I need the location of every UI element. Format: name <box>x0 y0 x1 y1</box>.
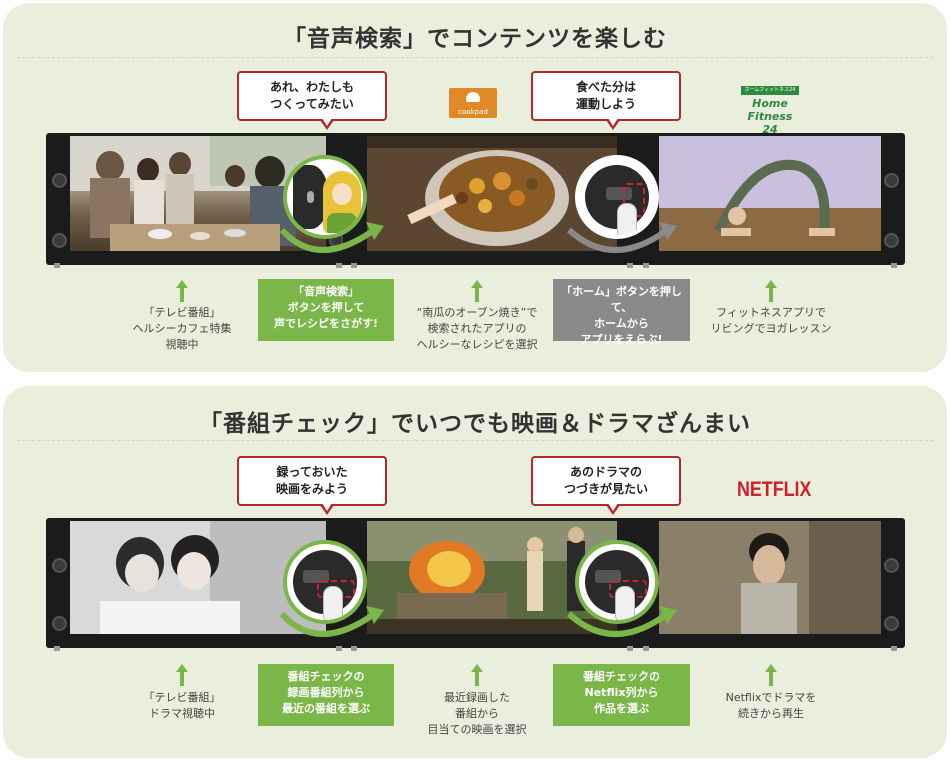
speaker-icon <box>884 616 899 631</box>
hand-pointer-icon <box>617 203 637 235</box>
bubble-tail <box>606 503 620 515</box>
fitness-logo-main: Home Fitness 24 <box>747 97 793 136</box>
divider <box>17 57 933 58</box>
up-arrow-icon <box>471 664 483 686</box>
caption-fitness-app: フィットネスアプリで リビングでヨガレッスン <box>710 306 832 335</box>
divider <box>17 440 933 441</box>
tv-screen-cafe <box>70 136 326 251</box>
tv-stand <box>351 646 357 651</box>
action-home-button: 「ホーム」ボタンを押して、 ホームから アプリをえらぶ! <box>553 279 690 346</box>
up-arrow-icon <box>176 664 188 686</box>
speech-bubble: あれ、わたしも つくってみたい <box>237 71 387 121</box>
tv-stand <box>54 646 60 651</box>
bubble-tail <box>320 503 334 515</box>
speaker-icon <box>884 173 899 188</box>
netflix-scene-image <box>659 521 881 634</box>
cookpad-logo: cookpad <box>449 88 497 118</box>
tv-stand <box>643 263 649 268</box>
tv-set <box>635 518 905 651</box>
tv-screen-netflix <box>659 521 881 634</box>
caption-tv-program: 「テレビ番組」 ヘルシーカフェ特集 視聴中 <box>132 306 232 351</box>
voice-remote-illustration <box>283 155 367 239</box>
up-arrow-icon <box>471 280 483 302</box>
action-netflix-row: 番組チェックの Netflix列から 作品を選ぶ <box>553 664 690 726</box>
remote-button <box>595 570 621 583</box>
tv-set <box>635 133 905 268</box>
tv-stand <box>627 263 633 268</box>
action-recorded-row: 番組チェックの 録画番組列から 最近の番組を選ぶ <box>258 664 394 726</box>
tv-set <box>46 133 350 268</box>
caption-recorded-movie: 最近録画した 番組から 目当ての映画を選択 <box>427 691 527 736</box>
up-arrow-icon <box>765 664 777 686</box>
speaker-icon <box>52 616 67 631</box>
caption-netflix-drama: Netflixでドラマを 続きから再生 <box>725 691 817 720</box>
speaker-icon <box>52 173 67 188</box>
program-check-remote-illustration <box>575 540 659 624</box>
home-fitness-logo: ホームフィットネス24 Home Fitness 24 <box>741 86 799 136</box>
program-check-remote-illustration <box>283 540 367 624</box>
curved-arrow-icon <box>566 606 677 637</box>
woman-speaking-icon <box>323 171 361 233</box>
speech-bubble: 録っておいた 映画をみよう <box>237 456 387 506</box>
tv-stand <box>643 646 649 651</box>
yoga-scene-image <box>659 136 881 251</box>
tv-stand <box>336 646 342 651</box>
fitness-logo-top: ホームフィットネス24 <box>741 86 799 95</box>
tv-stand <box>351 263 357 268</box>
up-arrow-icon <box>176 280 188 302</box>
cookpad-logo-text: cookpad <box>458 108 488 116</box>
curved-arrow-icon <box>279 222 384 253</box>
bubble-tail <box>606 118 620 130</box>
section-title: 「番組チェック」でいつでも映画＆ドラマざんまい <box>199 411 751 437</box>
hand-pointer-icon <box>615 586 635 620</box>
tv-stand <box>891 263 897 268</box>
speaker-icon <box>884 233 899 248</box>
tv-screen-yoga <box>659 136 881 251</box>
tv-stand <box>891 646 897 651</box>
speaker-icon <box>884 558 899 573</box>
remote-home-button <box>606 187 632 200</box>
remote-button <box>303 570 329 583</box>
movie-scene-image <box>367 521 617 634</box>
action-voice-search: 「音声検索」 ボタンを押して 声でレシピをさがす! <box>258 279 394 341</box>
tv-screen-movie <box>367 521 617 634</box>
mic-icon <box>307 191 314 203</box>
chef-hat-icon <box>466 92 480 102</box>
speech-bubble: あのドラマの つづきが見たい <box>531 456 681 506</box>
speaker-icon <box>52 233 67 248</box>
speech-bubble: 食べた分は 運動しよう <box>531 71 681 121</box>
up-arrow-icon <box>765 280 777 302</box>
caption-recipe-app: “南瓜のオーブン焼き”で 検索されたアプリの ヘルシーなレシピを選択 <box>416 306 538 351</box>
bubble-tail <box>320 118 334 130</box>
speaker-icon <box>52 558 67 573</box>
cafe-scene-image <box>70 136 326 251</box>
home-remote-illustration <box>575 155 659 239</box>
caption-tv-drama: 「テレビ番組」 ドラマ視聴中 <box>143 691 221 720</box>
tv-stand <box>336 263 342 268</box>
hand-pointer-icon <box>323 586 343 620</box>
section-title: 「音声検索」でコンテンツを楽しむ <box>283 26 667 52</box>
tv-stand <box>627 646 633 651</box>
netflix-logo: NETFLIX <box>737 478 812 501</box>
curved-arrow-icon <box>566 222 677 253</box>
curved-arrow-icon <box>279 606 384 637</box>
tv-stand <box>54 263 60 268</box>
